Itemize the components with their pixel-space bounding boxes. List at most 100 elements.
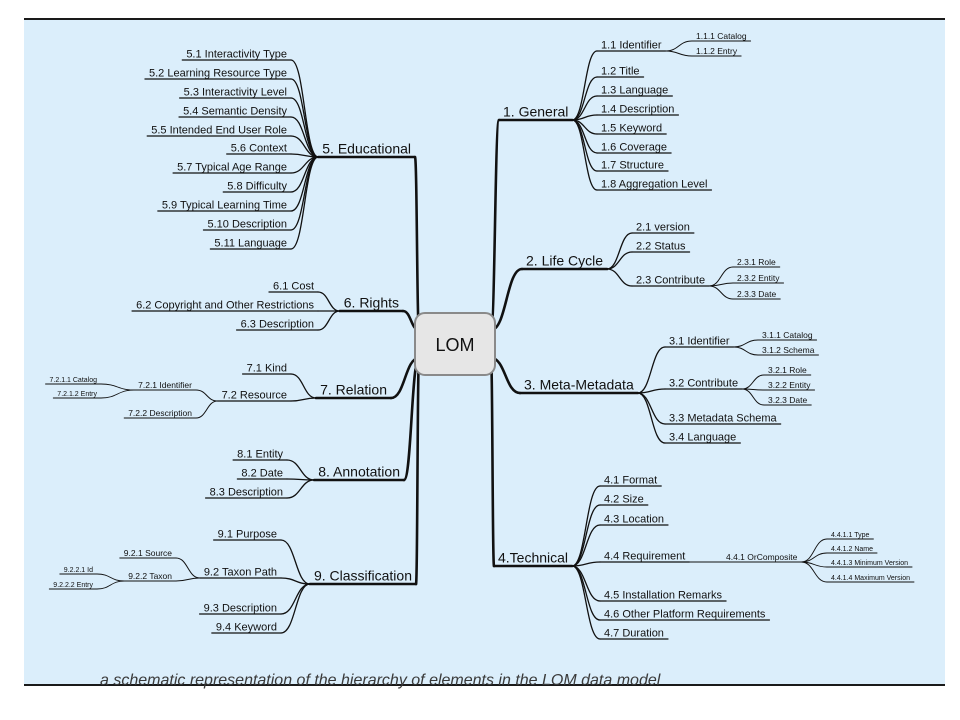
connector-g18	[571, 119, 598, 191]
node-meta: 3. Meta-Metadata	[524, 377, 634, 393]
node-e55: 5.5 Intended End User Role	[151, 124, 287, 136]
connector-c922	[175, 577, 201, 582]
node-x72: 7.2 Resource	[222, 389, 287, 401]
lom-mindmap: 1. General 1.1 Identifier 1.1.1 Catalog 1.1…	[45, 31, 915, 640]
node-rel: 7. Relation	[320, 382, 387, 398]
node-m322: 3.2.2 Entity	[768, 380, 811, 390]
connector-l232	[708, 282, 734, 287]
connector-g112	[665, 50, 693, 57]
node-tech: 4.Technical	[498, 550, 568, 566]
node-t4413: 4.4.1.3 Minimum Version	[831, 560, 908, 567]
node-g111: 1.1.1 Catalog	[696, 31, 747, 41]
connector-m323	[741, 388, 765, 406]
node-m323: 3.2.3 Date	[768, 395, 807, 405]
node-c9222: 9.2.2.2 Entry	[53, 582, 93, 589]
connector-m311	[733, 339, 759, 348]
connector-x721	[195, 389, 219, 402]
diagram-caption: a schematic representation of the hierar…	[100, 672, 661, 689]
node-e59: 5.9 Typical Learning Time	[162, 199, 287, 211]
node-m312: 3.1.2 Schema	[762, 345, 815, 355]
connector-a83	[286, 479, 315, 499]
connector-x7212	[100, 389, 135, 399]
connector-t45	[571, 565, 601, 602]
node-r63: 6.3 Description	[241, 318, 314, 330]
connector-c92	[280, 577, 311, 585]
connector-cls	[414, 356, 421, 586]
node-t45: 4.5 Installation Remarks	[604, 589, 722, 601]
node-ann: 8. Annotation	[318, 464, 400, 480]
node-t4414: 4.4.1.4 Maximum Version	[831, 575, 910, 582]
node-c922: 9.2.2 Taxon	[128, 571, 172, 581]
connector-l233	[708, 285, 734, 300]
connector-c91	[280, 539, 311, 585]
node-c92: 9.2 Taxon Path	[204, 566, 277, 578]
node-g18: 1.8 Aggregation Level	[601, 178, 707, 190]
node-e53: 5.3 Interactivity Level	[184, 86, 287, 98]
node-t44: 4.4 Requirement	[604, 550, 685, 562]
node-c93: 9.3 Description	[204, 602, 277, 614]
node-x7211: 7.2.1.1 Catalog	[50, 377, 98, 384]
node-l232: 2.3.2 Entity	[737, 273, 780, 283]
node-t43: 4.3 Location	[604, 513, 664, 525]
connector-r61	[317, 291, 341, 312]
node-t4412: 4.4.1.2 Name	[831, 546, 873, 553]
connector-e511	[290, 156, 319, 250]
node-l23: 2.3 Contribute	[636, 274, 705, 286]
node-g14: 1.4 Description	[601, 103, 674, 115]
connector-e510	[290, 156, 319, 231]
connector-m34	[637, 392, 666, 444]
connector-c9222	[96, 580, 125, 590]
node-c91: 9.1 Purpose	[218, 528, 277, 540]
node-t4411: 4.4.1.1 Type	[831, 532, 870, 539]
connector-l22	[606, 251, 633, 270]
node-g11: 1.1 Identifier	[601, 39, 662, 51]
connector-m31	[637, 346, 666, 394]
connector-edu	[413, 155, 421, 332]
connector-t4412	[800, 552, 828, 563]
node-e58: 5.8 Difficulty	[227, 180, 287, 192]
root-node-label: LOM	[435, 335, 474, 355]
connector-l21	[606, 232, 633, 270]
connector-c94	[280, 583, 311, 634]
edges	[45, 40, 915, 640]
node-m34: 3.4 Language	[669, 431, 736, 443]
node-t42: 4.2 Size	[604, 493, 644, 505]
connector-t42	[571, 504, 601, 567]
connector-g111	[665, 40, 693, 52]
node-a82: 8.2 Date	[241, 467, 283, 479]
node-a81: 8.1 Entity	[237, 448, 283, 460]
labels: 1. General 1.1 Identifier 1.1.1 Catalog 1.1…	[50, 31, 911, 639]
connector-t4414	[800, 561, 828, 583]
diagram-frame: 1. General 1.1 Identifier 1.1.1 Catalog 1.1…	[24, 18, 945, 689]
node-x721: 7.2.1 Identifier	[138, 380, 192, 390]
node-g12: 1.2 Title	[601, 65, 640, 77]
connector-x7211	[100, 383, 135, 391]
node-l233: 2.3.3 Date	[737, 289, 776, 299]
connector-l23	[606, 268, 633, 287]
connector-t44	[571, 561, 601, 567]
node-g15: 1.5 Keyword	[601, 122, 662, 134]
node-c94: 9.4 Keyword	[216, 621, 277, 633]
node-t41: 4.1 Format	[604, 474, 657, 486]
node-m33: 3.3 Metadata Schema	[669, 412, 778, 424]
node-g112: 1.1.2 Entry	[696, 46, 738, 56]
connector-a81	[286, 459, 315, 481]
connector-m312	[733, 346, 759, 356]
node-c9221: 9.2.2.1 Id	[64, 567, 93, 574]
node-g17: 1.7 Structure	[601, 159, 664, 171]
connector-c9221	[96, 573, 125, 582]
node-l21: 2.1 version	[636, 221, 690, 233]
node-e511: 5.11 Language	[214, 237, 287, 249]
node-e52: 5.2 Learning Resource Type	[149, 67, 287, 79]
node-c921: 9.2.1 Source	[124, 548, 172, 558]
connector-e58	[290, 156, 319, 193]
node-t441: 4.4.1 OrComposite	[726, 552, 798, 562]
node-a83: 8.3 Description	[210, 486, 283, 498]
node-general: 1. General	[503, 104, 568, 120]
node-e56: 5.6 Context	[231, 142, 287, 154]
connector-t46	[571, 565, 601, 621]
node-edu: 5. Educational	[322, 141, 411, 157]
connector-g11	[571, 50, 598, 121]
connector-t4411	[800, 538, 828, 563]
node-m321: 3.2.1 Role	[768, 365, 807, 375]
